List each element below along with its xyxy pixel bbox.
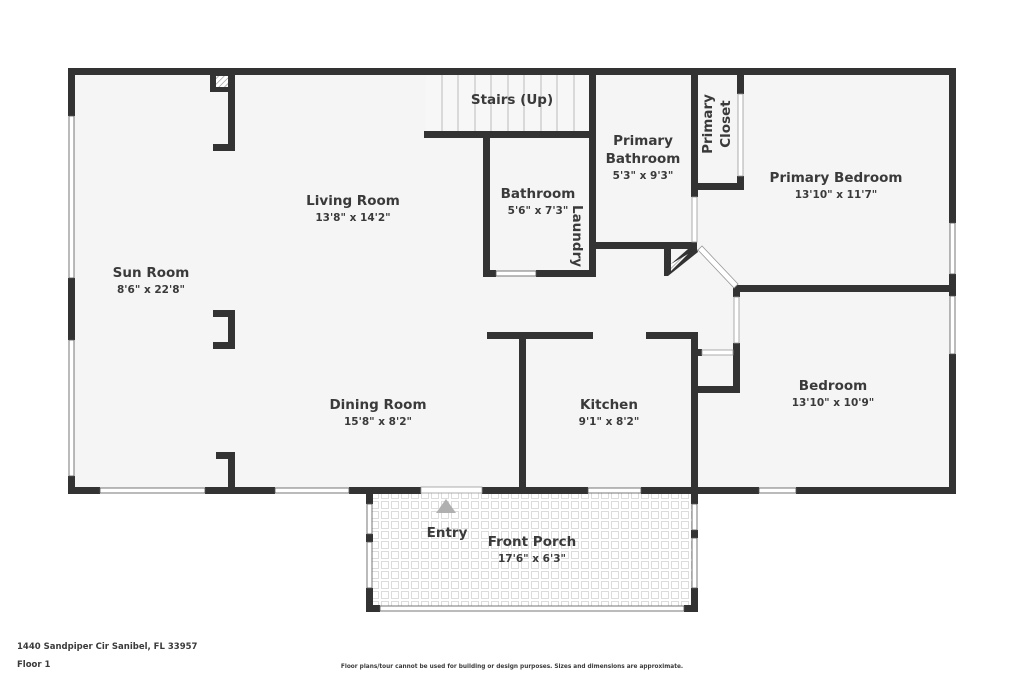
walls — [68, 68, 956, 612]
primary-closet-label-1: Primary — [700, 94, 716, 154]
primary-bedroom-label: Primary Bedroom — [770, 170, 903, 186]
entry-arrow-icon — [436, 499, 456, 513]
living-room-dims: 13'8" x 14'2" — [315, 212, 390, 224]
stairs — [426, 74, 592, 134]
primary-bathroom-dims: 5'3" x 9'3" — [613, 170, 674, 182]
kitchen-dims: 9'1" x 8'2" — [579, 416, 640, 428]
sun-room-label: Sun Room — [113, 265, 190, 281]
living-room-label: Living Room — [306, 193, 400, 209]
bedroom-label: Bedroom — [799, 378, 867, 394]
bedroom-dims: 13'10" x 10'9" — [792, 397, 875, 409]
entry-label: Entry — [427, 525, 468, 541]
primary-bathroom-label-2: Bathroom — [606, 151, 681, 167]
bathroom-label: Bathroom — [501, 186, 576, 202]
primary-closet-label-2: Closet — [718, 100, 734, 148]
room-labels: Sun Room 8'6" x 22'8" Living Room 13'8" … — [113, 92, 903, 565]
porch-tiles — [370, 490, 696, 610]
floor-label: Floor 1 — [17, 660, 51, 670]
floor-fill — [72, 72, 952, 610]
doorways — [420, 93, 744, 494]
bathroom-dims: 5'6" x 7'3" — [508, 205, 569, 217]
sun-room-dims: 8'6" x 22'8" — [117, 284, 185, 296]
property-address: 1440 Sandpiper Cir Sanibel, FL 33957 — [17, 642, 198, 652]
windows — [68, 115, 956, 612]
entry-door — [420, 486, 483, 494]
dining-room-dims: 15'8" x 8'2" — [344, 416, 412, 428]
front-porch-label: Front Porch — [488, 534, 577, 550]
laundry-label: Laundry — [569, 205, 585, 267]
front-porch-dims: 17'6" x 6'3" — [498, 553, 566, 565]
kitchen-label: Kitchen — [580, 397, 638, 413]
primary-bathroom-label-1: Primary — [613, 133, 673, 149]
primary-bedroom-dims: 13'10" x 11'7" — [795, 189, 878, 201]
disclaimer: Floor plans/tour cannot be used for buil… — [340, 664, 684, 670]
dining-room-label: Dining Room — [329, 397, 426, 413]
stairs-label: Stairs (Up) — [471, 92, 553, 108]
